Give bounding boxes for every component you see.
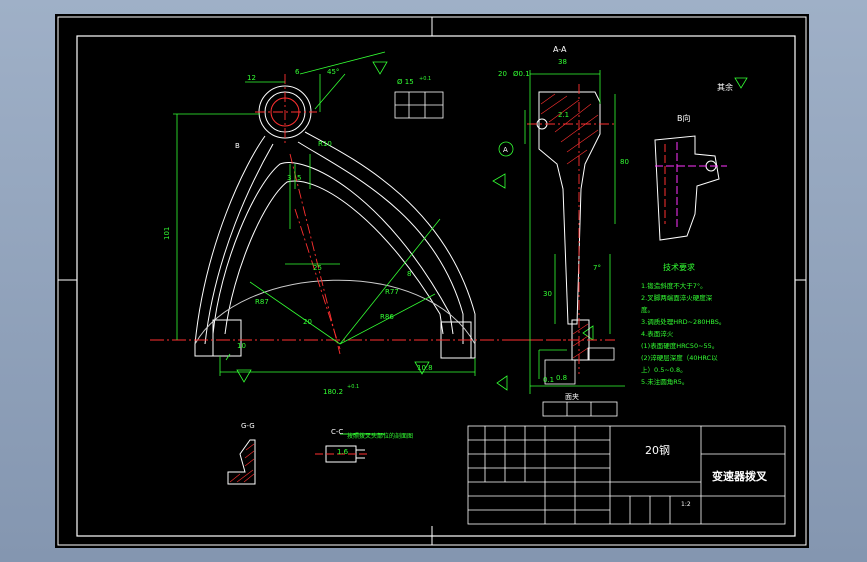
aa-dim-4: 7° [593,264,601,272]
view-b [654,135,727,241]
fb-dim: 10.8 [417,364,433,372]
dim-angle: 45° [327,68,339,76]
roughness-note: 其余 [717,82,733,92]
roughness-marks [225,61,748,391]
material-label: 20钢 [645,444,670,457]
dim-len-diag: R86 [380,313,394,321]
tech-line: 2.叉脚两端面淬火硬度深 [641,293,713,302]
dim-w-tol: +0.1 [347,384,359,390]
outer-frame [57,16,807,546]
tech-line: 度。 [641,305,654,314]
title-block [467,425,786,525]
dim-6: 6 [295,68,300,76]
tech-line: 5.未注圆角R5。 [641,377,688,386]
aa-dim-2: 0.1 [543,376,554,384]
dim-h-total: 101 [163,227,171,240]
datum-a-label: A [503,146,508,154]
section-gg-label: G-G [241,422,255,430]
aa-dim-5: 30 [543,290,552,298]
tech-line: (1)表面硬度HRC50~55。 [641,341,718,350]
dim-10: 10 [237,342,246,350]
aa-dim-1: Ø0.1 [513,70,530,78]
aa-dim-h: 80 [620,158,629,166]
tech-line: (2)淬硬层深度（40HRC以 [641,353,718,362]
fork-main-view [194,85,476,359]
dim-20: 20 [303,318,312,326]
section-aa-view [536,91,601,361]
scale-label: 1:2 [681,501,691,508]
dim-3: 3 [287,174,291,182]
dimension-lines [173,51,476,376]
drawing-sheet: Ø 15 +0.1 45° R10 101 180.2 +0.1 R87 R77… [55,14,809,548]
fb-dim2: 0.8 [556,374,567,382]
section-cc-label: C-C [331,428,343,436]
section-aa-label: A-A [553,45,567,54]
section-aa-hatch [540,93,599,359]
tech-requirements: 技术要求 1.锻造斜度不大于7°。 2.叉脚两端面淬火硬度深 度。 3.调质处理… [641,262,725,386]
dim-r-inner: R77 [385,288,399,296]
section-cc-view [315,433,385,463]
datum-a-circle [498,141,514,157]
tech-line: 上）0.5~0.8。 [641,365,687,374]
gg-dim: 1.6 [337,448,349,456]
tolerance-frame [394,91,444,119]
tech-line: 1.锻造斜度不大于7°。 [641,281,707,290]
dim-tol-top: +0.1 [419,76,431,82]
aa-dim-top: 20 [498,70,507,78]
aa-dim-3: 2.1 [558,111,569,119]
inner-frame [76,35,796,537]
datum-b-label: B [235,142,240,150]
view-face-label: 面夹 [565,392,579,401]
drawing-title: 变速器拨叉 [712,469,768,483]
view-b-label: B向 [677,113,691,123]
section-gg-view [227,439,256,485]
dim-12: 12 [247,74,256,82]
center-lines [150,74,575,355]
aa-dim-w: 38 [558,58,567,66]
dim-8: 8 [407,270,411,278]
dim-5: 5 [297,174,301,182]
tech-line: 3.调质处理HRD~280HBS。 [641,317,725,326]
dim-r-fork: R87 [255,298,269,306]
dim-r-main: R10 [318,140,332,148]
section-note: 按照拨叉头部位的剖面图 [347,432,413,440]
dim-d-top: Ø 15 [397,78,414,86]
tech-line: 4.表面淬火 [641,329,674,338]
dim-25: 25 [313,264,322,272]
dim-w-bottom: 180.2 [323,388,343,396]
tech-title: 技术要求 [663,262,695,272]
